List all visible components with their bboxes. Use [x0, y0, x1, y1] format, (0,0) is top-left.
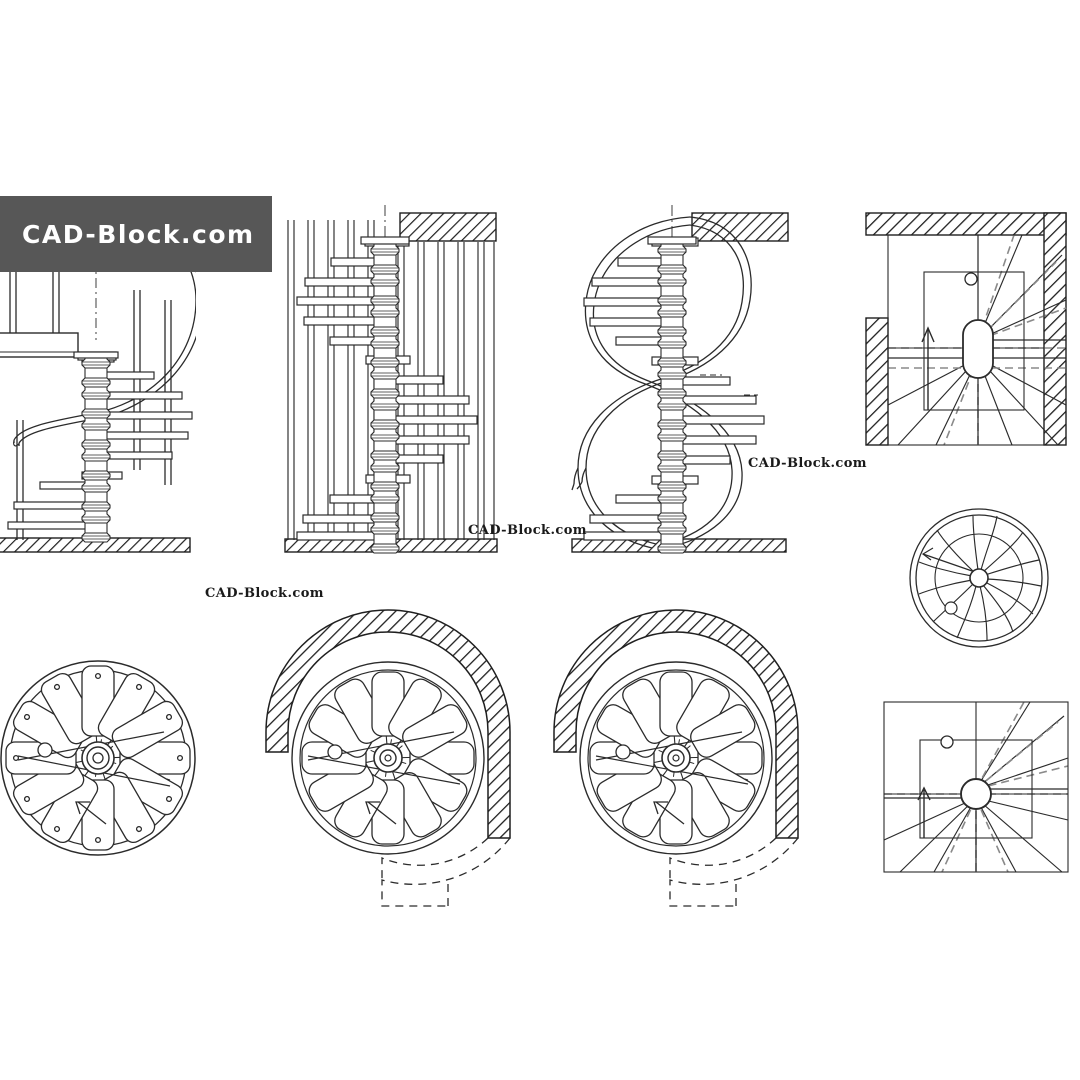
outer-rail-circle	[579, 661, 773, 855]
wall-hatch	[265, 609, 511, 839]
watermark-banner: CAD-Block.com	[0, 196, 272, 272]
drawing-elevation-spiral-helix	[571, 205, 789, 554]
outer-rail-circle	[291, 661, 485, 855]
handrail-post-icon	[327, 744, 343, 760]
newel-center	[969, 568, 989, 588]
newel-column	[73, 351, 119, 543]
dashed-extension	[381, 837, 511, 907]
newel-center	[962, 319, 994, 379]
tread-plates	[589, 671, 763, 845]
inner-rail-circle	[915, 514, 1043, 642]
direction-arrow	[921, 326, 935, 410]
handrail-post-icon	[37, 742, 53, 758]
direction-arrow	[917, 786, 931, 838]
inner-rail-circle	[587, 669, 765, 847]
wall-hatch	[553, 609, 799, 839]
handrail-post-icon	[964, 272, 978, 286]
newel-center	[960, 778, 992, 810]
newel-core	[672, 754, 680, 762]
watermark-small-label: CAD-Block.com	[205, 586, 324, 601]
watermark-small-3: CAD-Block.com	[748, 456, 867, 471]
direction-arrow	[365, 801, 397, 825]
drawing-plan-semicircular-wall-a	[265, 609, 511, 907]
tread-lines	[918, 515, 1042, 641]
tread-plates	[5, 665, 191, 851]
direction-arrow	[75, 801, 107, 825]
walkline-circle	[934, 533, 1024, 623]
direction-arrow	[922, 553, 976, 573]
tread-plates	[301, 671, 475, 845]
newel-column	[647, 236, 697, 554]
watermark-small-label: CAD-Block.com	[748, 456, 867, 471]
watermark-small-1: CAD-Block.com	[205, 586, 324, 601]
handrail-post-icon	[944, 601, 958, 615]
handrail-post-icon	[940, 735, 954, 749]
watermark-small-2: CAD-Block.com	[468, 523, 587, 538]
landing-slab	[0, 332, 79, 358]
handrail-helix	[571, 216, 752, 549]
dashed-extension	[669, 837, 799, 907]
newel-core	[92, 752, 104, 764]
drawing-plan-semicircular-wall-b	[553, 609, 799, 907]
drawing-plan-square-open	[883, 701, 1069, 873]
drawing-plan-circular-small	[909, 508, 1049, 648]
ceiling-hatch	[691, 212, 789, 242]
newel-column	[360, 236, 410, 554]
newel-core	[384, 754, 392, 762]
drawing-elevation-spiral-balusters	[284, 205, 498, 554]
handrail-post-icon	[615, 744, 631, 760]
drawing-plan-square-walls	[865, 212, 1067, 446]
ceiling-hatch	[399, 212, 497, 242]
direction-arrow	[653, 801, 685, 825]
watermark-small-label: CAD-Block.com	[468, 523, 587, 538]
drawing-plan-circular-detail	[0, 660, 196, 856]
inner-rail-circle	[299, 669, 477, 847]
watermark-banner-label: CAD-Block.com	[22, 219, 255, 249]
